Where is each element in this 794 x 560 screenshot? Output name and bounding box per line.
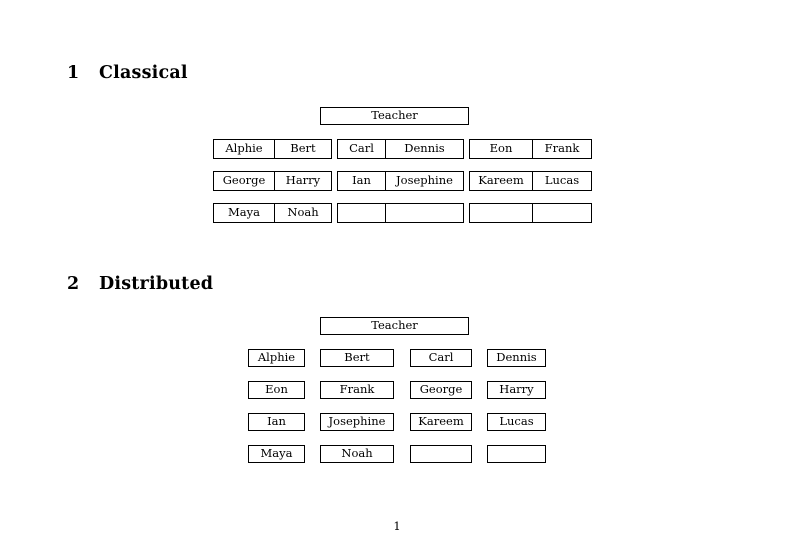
page-number: 1 <box>393 519 401 533</box>
distributed-cell: Josephine <box>320 413 394 431</box>
distributed-cell: Dennis <box>487 349 546 367</box>
distributed-cell: Eon <box>248 381 305 399</box>
cell-name: Alphie <box>213 139 275 159</box>
table-row: Maya Noah <box>213 203 332 223</box>
classical-group-2-row-2: Ian Josephine <box>337 171 464 191</box>
teacher-label: Teacher <box>371 108 418 123</box>
cell-name <box>532 203 592 223</box>
cell-name: Kareem <box>469 171 533 191</box>
table-row: Carl Dennis <box>337 139 464 159</box>
teacher-box-classical: Teacher <box>320 107 469 125</box>
classical-group-2-row-3 <box>337 203 464 223</box>
cell-name: Josephine <box>385 171 464 191</box>
cell-name <box>385 203 464 223</box>
section-heading-distributed: 2 Distributed <box>67 274 213 294</box>
distributed-cell <box>487 445 546 463</box>
cell-name: Frank <box>532 139 592 159</box>
classical-group-2-row-1: Carl Dennis <box>337 139 464 159</box>
table-row <box>469 203 592 223</box>
distributed-cell: George <box>410 381 472 399</box>
cell-name: Lucas <box>532 171 592 191</box>
classical-group-3-row-3 <box>469 203 592 223</box>
distributed-cell: Bert <box>320 349 394 367</box>
section-title: Distributed <box>99 274 214 294</box>
table-row: Kareem Lucas <box>469 171 592 191</box>
distributed-cell: Frank <box>320 381 394 399</box>
section-heading-classical: 1 Classical <box>67 63 188 83</box>
section-title: Classical <box>99 63 188 83</box>
distributed-cell: Noah <box>320 445 394 463</box>
teacher-label: Teacher <box>371 318 418 333</box>
distributed-cell <box>410 445 472 463</box>
distributed-cell: Harry <box>487 381 546 399</box>
table-row <box>337 203 464 223</box>
cell-name: Noah <box>274 203 332 223</box>
cell-name: Carl <box>337 139 386 159</box>
distributed-cell: Alphie <box>248 349 305 367</box>
classical-group-3-row-1: Eon Frank <box>469 139 592 159</box>
distributed-cell: Carl <box>410 349 472 367</box>
cell-name: Bert <box>274 139 332 159</box>
distributed-cell: Ian <box>248 413 305 431</box>
cell-name: George <box>213 171 275 191</box>
cell-name <box>469 203 533 223</box>
classical-group-1-row-3: Maya Noah <box>213 203 332 223</box>
cell-name: Harry <box>274 171 332 191</box>
cell-name: Dennis <box>385 139 464 159</box>
distributed-cell: Kareem <box>410 413 472 431</box>
table-row: Eon Frank <box>469 139 592 159</box>
teacher-box-distributed: Teacher <box>320 317 469 335</box>
table-row: Ian Josephine <box>337 171 464 191</box>
classical-group-1-row-2: George Harry <box>213 171 332 191</box>
classical-group-1-row-1: Alphie Bert <box>213 139 332 159</box>
section-number: 2 <box>67 274 80 294</box>
section-number: 1 <box>67 63 80 83</box>
cell-name <box>337 203 386 223</box>
table-row: Alphie Bert <box>213 139 332 159</box>
table-row: George Harry <box>213 171 332 191</box>
cell-name: Ian <box>337 171 386 191</box>
classical-group-3-row-2: Kareem Lucas <box>469 171 592 191</box>
distributed-cell: Maya <box>248 445 305 463</box>
cell-name: Eon <box>469 139 533 159</box>
cell-name: Maya <box>213 203 275 223</box>
distributed-cell: Lucas <box>487 413 546 431</box>
